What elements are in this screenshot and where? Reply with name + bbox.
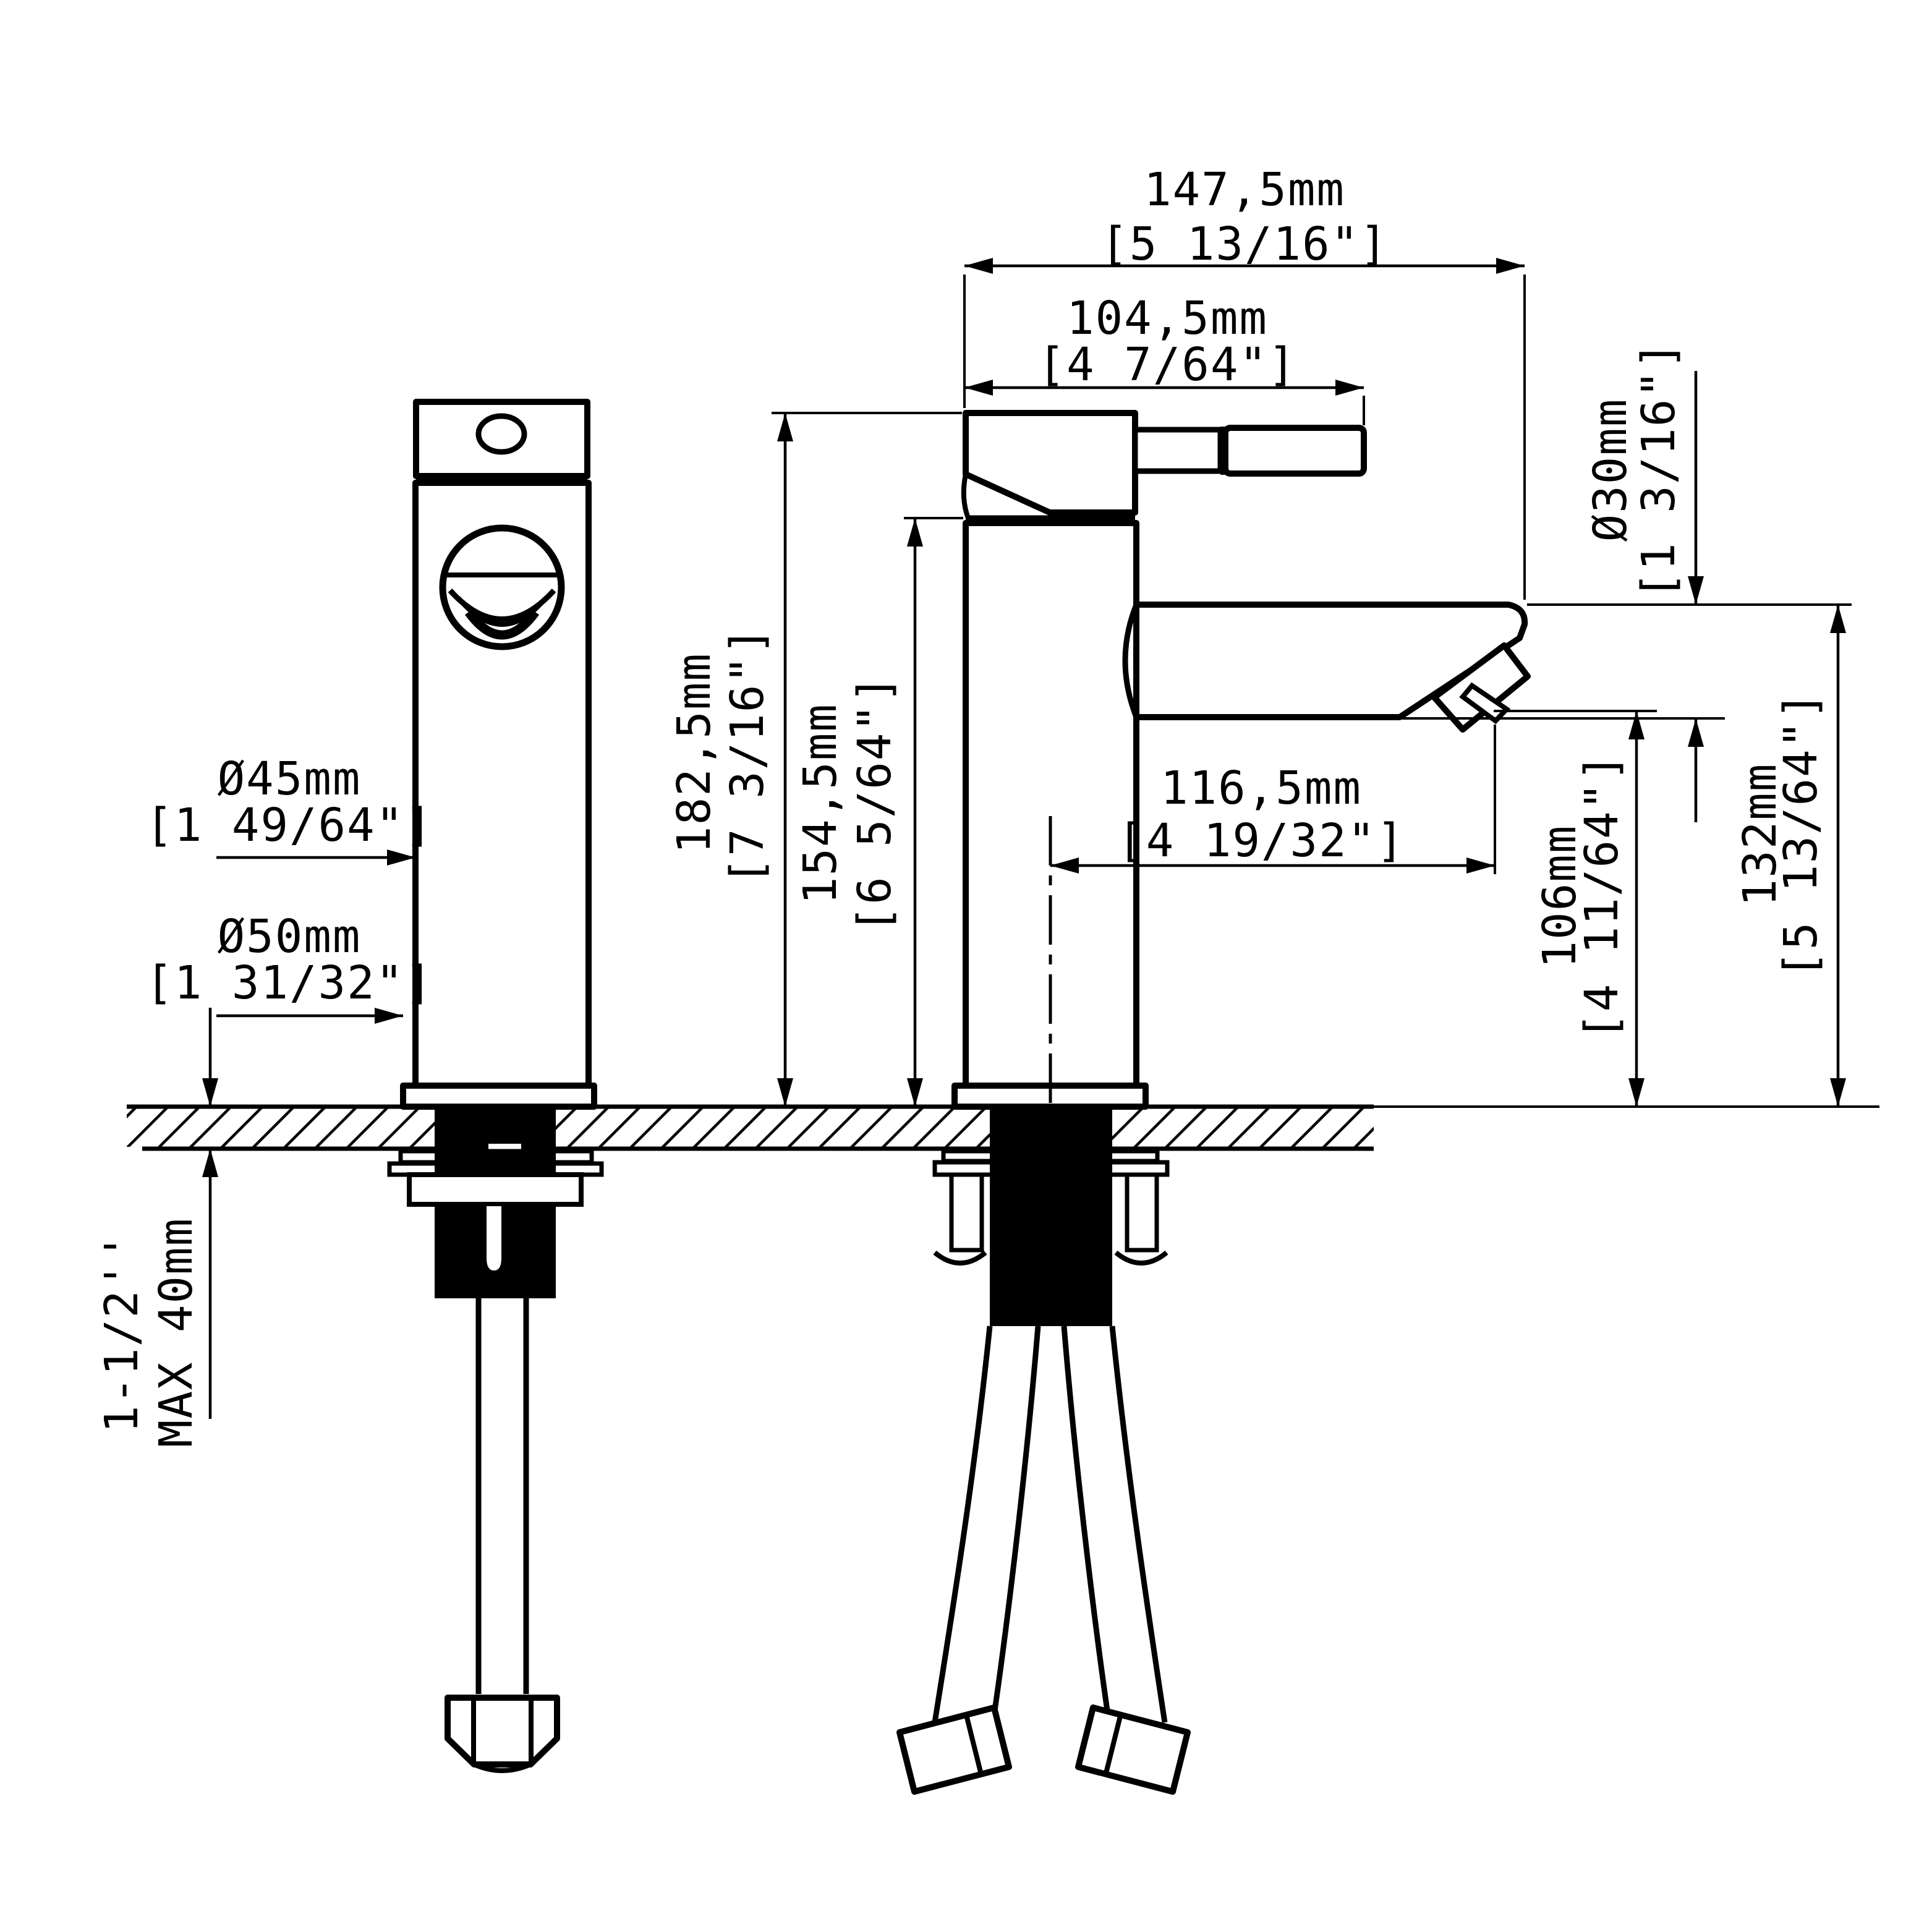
dim-spout-diameter: Ø30mm [1 3/16"]: [1402, 341, 1852, 822]
dim-body-height-mm: 154,5mm: [794, 703, 847, 904]
side-hose-flare-left: [933, 1250, 987, 1266]
arrowhead: [202, 1149, 218, 1177]
dim-body-height: 154,5mm [6 5/64"]: [794, 517, 963, 1107]
front-hex-bottom-arc: [473, 1762, 532, 1773]
side-hose-fitting-right-top: [1125, 1172, 1159, 1253]
dim-body-height-inch: [6 5/64"]: [848, 674, 901, 934]
front-aerator-arc-2: [456, 597, 548, 627]
dim-overall-height: 182,5mm [7 3/16"]: [668, 412, 962, 1107]
dim-spout-top-height-mm: 132mm: [1734, 763, 1787, 907]
dim-aerator-height-mm: 106mm: [1533, 825, 1586, 969]
arrowhead: [202, 1078, 218, 1107]
side-view: [896, 410, 1531, 1795]
dim-spout-center-reach-mm: 116,5mm: [1160, 762, 1362, 815]
dim-body-diameter: Ø45mm [1 49/64"]: [145, 752, 433, 866]
dim-handle-reach-inch: [4 7/64"]: [1038, 338, 1297, 391]
arrowhead: [777, 413, 793, 441]
dim-deck-line1: 1-1/2'': [95, 1232, 148, 1433]
dim-spout-dia-inch: [1 3/16"]: [1632, 341, 1685, 600]
arrowhead: [1628, 1078, 1645, 1107]
arrowhead: [964, 258, 993, 274]
side-hose-flare-right: [1114, 1250, 1168, 1266]
dim-body-dia-inch: [1 49/64"]: [145, 799, 433, 852]
side-hose-right-inner: [1061, 1326, 1114, 1737]
front-aerator-ring: [464, 609, 540, 640]
deck-hatch: [127, 1109, 1374, 1147]
side-threaded-shank: [990, 1107, 1112, 1326]
side-handle-base: [963, 410, 1138, 516]
dim-spout-center-reach: 116,5mm [4 19/32"]: [1050, 725, 1496, 874]
dim-overall-reach: 147,5mm [5 13/16"]: [963, 163, 1526, 600]
side-hose-nut-right-facet: [1104, 1713, 1123, 1774]
arrowhead: [1466, 857, 1495, 874]
arrowhead: [907, 1078, 923, 1107]
arrowhead: [1050, 857, 1079, 874]
dim-aerator-height: 106mm [4 11/64"]: [1494, 710, 1657, 1107]
side-washer-2: [932, 1160, 1170, 1177]
dim-overall-reach-inch: [5 13/16"]: [1100, 218, 1389, 271]
dim-aerator-height-inch: [4 11/64"]: [1575, 752, 1628, 1040]
side-aerator-housing: [1431, 642, 1531, 733]
arrowhead: [964, 380, 993, 396]
dim-base-dia-mm: Ø50mm: [218, 910, 362, 963]
side-hose-right-outer: [1109, 1326, 1168, 1723]
arrowhead: [1688, 718, 1704, 747]
front-view: [387, 399, 604, 1773]
front-spout-circle: [439, 524, 565, 650]
dim-base-diameter: Ø50mm [1 31/32"]: [145, 910, 433, 1024]
side-hose-left-outer: [932, 1326, 993, 1723]
dim-spout-top-height-inch: [5 13/64"]: [1774, 691, 1828, 979]
side-lever-neck: [1132, 427, 1223, 474]
dim-spout-top-height: 132mm [5 13/64"]: [1734, 605, 1846, 1107]
side-handle-base-arc: [961, 474, 971, 519]
dim-spout-center-reach-inch: [4 19/32"]: [1117, 814, 1405, 867]
dim-body-dia-mm: Ø45mm: [218, 752, 362, 806]
arrowhead: [1830, 1078, 1846, 1107]
counter-deck: [127, 1104, 1879, 1151]
dim-handle-reach: 104,5mm [4 7/64"]: [964, 292, 1365, 425]
dim-handle-reach-mm: 104,5mm: [1066, 292, 1268, 345]
arrowhead: [1830, 605, 1846, 633]
arrowhead: [777, 1078, 793, 1107]
side-hose-left-inner: [988, 1326, 1041, 1737]
arrowhead: [375, 1008, 403, 1024]
front-locknut: [407, 1172, 584, 1207]
dim-spout-dia-mm: Ø30mm: [1584, 398, 1637, 542]
side-lever-grip: [1222, 425, 1367, 477]
front-base-flange: [400, 1083, 597, 1110]
arrowhead: [1628, 711, 1645, 739]
dim-base-dia-inch: [1 31/32"]: [145, 956, 433, 1010]
arrowhead: [387, 849, 415, 866]
front-popup-rod: [483, 1202, 505, 1275]
arrowhead: [1335, 380, 1364, 396]
arrowhead: [1496, 258, 1525, 274]
dim-overall-reach-mm: 147,5mm: [1144, 163, 1345, 216]
dim-deck-line2: MAX 40mm: [150, 1217, 203, 1447]
arrowhead: [907, 518, 923, 547]
side-spout-body-intersection: [1122, 603, 1139, 718]
arrowhead: [1688, 576, 1704, 605]
side-hose-fitting-left-top: [949, 1172, 984, 1253]
front-hex-nut: [445, 1695, 560, 1768]
dim-overall-height-inch: [7 3/16"]: [721, 626, 774, 885]
dim-deck-thickness: 1-1/2'' MAX 40mm: [95, 1008, 218, 1447]
dim-overall-height-mm: 182,5mm: [668, 652, 721, 854]
side-hose-nut-left-facet: [964, 1714, 984, 1775]
front-handle-end-ellipse: [475, 413, 527, 455]
